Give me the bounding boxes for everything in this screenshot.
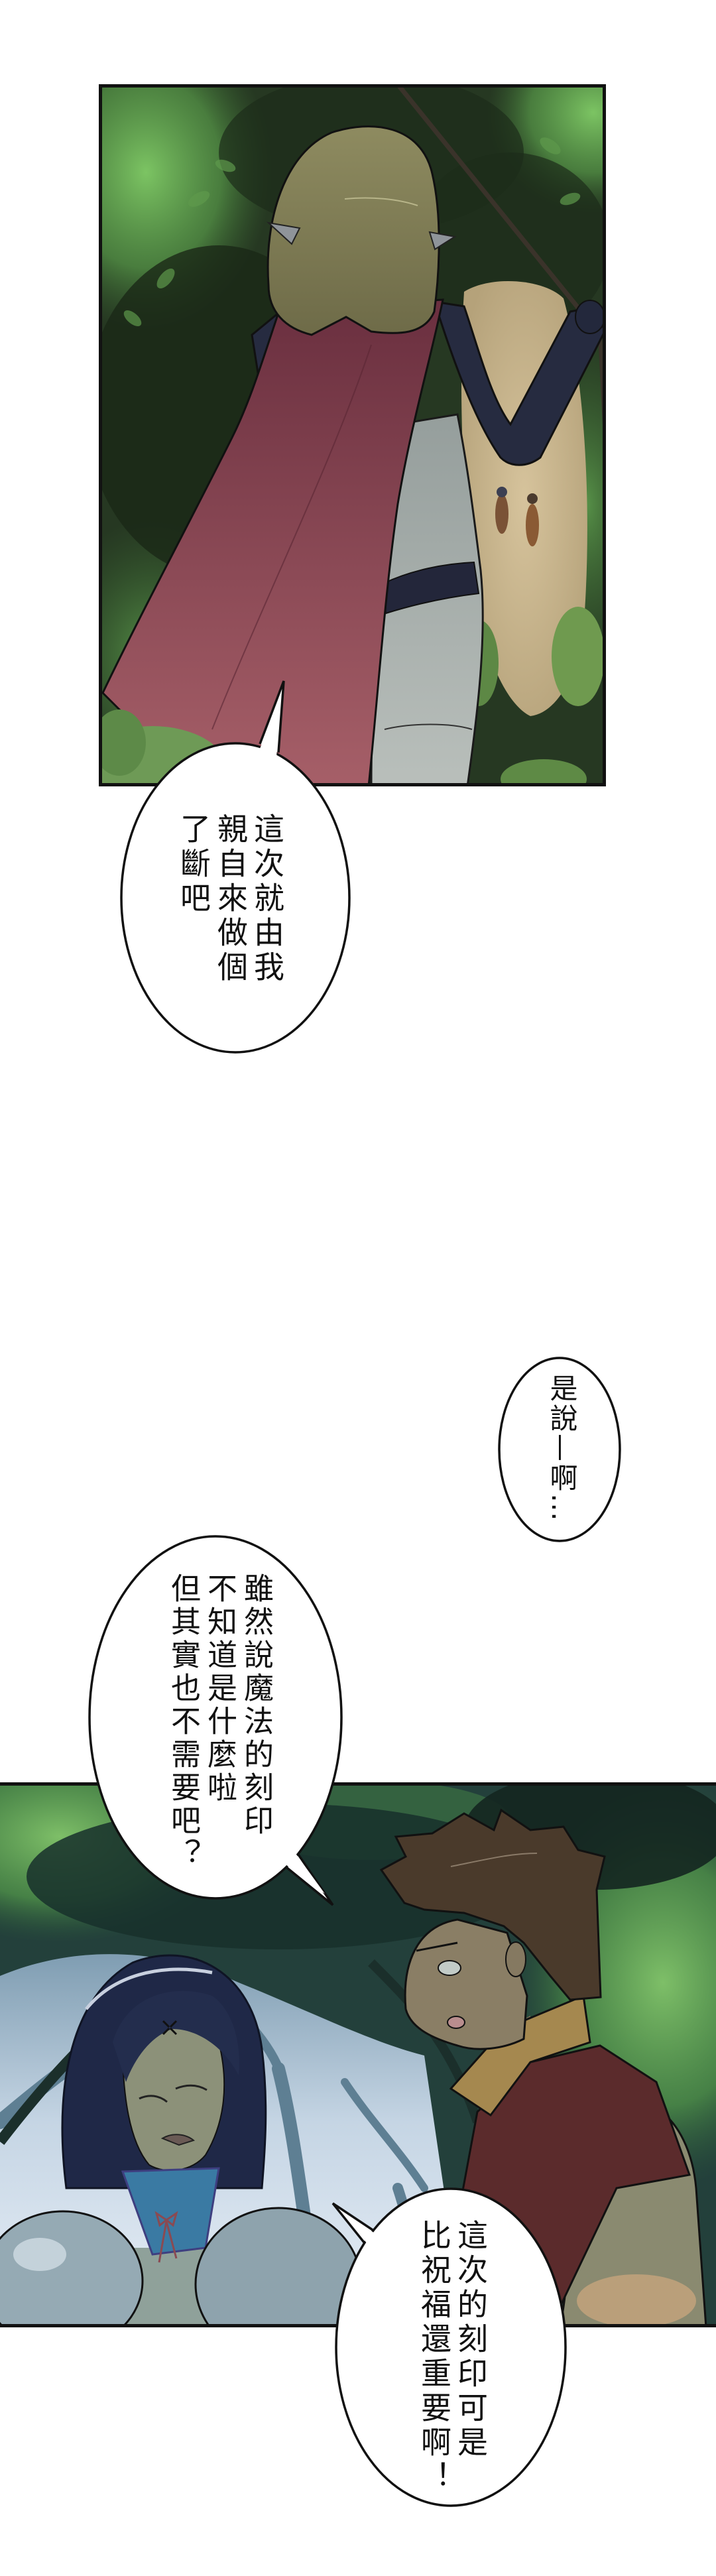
man-face — [404, 1918, 528, 2050]
panel-2-illustration — [0, 1782, 716, 2327]
ribbon-strings — [158, 2221, 178, 2263]
man-eye — [438, 1960, 461, 1976]
foreground-bush-right — [501, 759, 587, 786]
bubble-4-line-1: 這次的刻印可是 — [453, 2219, 489, 2461]
woman-figure — [0, 1954, 363, 2327]
spiky-brown-hair — [379, 1808, 606, 2001]
cape-fold — [211, 344, 372, 730]
leaf — [540, 137, 561, 154]
bubble-3-line-3: 但其實也不需要吧？ — [166, 1573, 201, 1871]
branch — [341, 2078, 428, 2192]
closed-eye-left — [139, 2095, 168, 2103]
foliage-shadow-right — [411, 153, 606, 338]
eyebrow — [416, 1941, 458, 1952]
bubble-3-line-2: 不知道是什麼啦 — [202, 1573, 237, 1805]
hair-highlight — [344, 197, 418, 206]
hair-highlight — [450, 1853, 538, 1867]
bubble-1-line-2: 親自來做個 — [213, 813, 249, 985]
leaf — [188, 191, 210, 207]
man-ear — [505, 1941, 526, 1977]
headband — [85, 1967, 213, 2010]
anger-mark-icon — [162, 2020, 178, 2036]
sleeve-light — [577, 2274, 696, 2327]
man-figure — [379, 1808, 707, 2327]
gloved-hand — [575, 300, 605, 334]
panel-woman-and-man — [0, 1782, 716, 2327]
armor-shine — [13, 2238, 66, 2271]
raised-arm — [432, 300, 606, 466]
grass-right — [552, 607, 605, 706]
frowning-mouth — [160, 2134, 196, 2146]
pointed-ear-right — [428, 231, 457, 251]
bubble-1-line-1: 這次就由我 — [249, 813, 285, 985]
rider-icon — [497, 487, 507, 497]
bubble-3-line-1: 雖然說魔法的刻印 — [239, 1573, 274, 1838]
knee-line — [384, 723, 473, 730]
ribbon-bow — [154, 2211, 178, 2227]
pointed-ear-left — [266, 221, 301, 245]
closed-eye-right — [175, 2084, 208, 2091]
panel-1-illustration — [99, 84, 606, 786]
bubble-1-line-3: 了斷吧 — [176, 813, 211, 916]
distant-riders — [495, 487, 539, 546]
staff — [397, 84, 603, 337]
open-mouth — [447, 2016, 465, 2029]
bubble-4-line-2: 比祝福還重要啊！ — [416, 2219, 452, 2495]
shorts — [382, 561, 480, 615]
woman-bangs — [113, 1991, 239, 2082]
leaf — [215, 159, 236, 172]
horse-icon — [526, 504, 539, 546]
leaf-texture — [123, 137, 581, 326]
elf-figure — [101, 125, 606, 786]
horse-icon — [495, 494, 508, 534]
blonde-hair — [267, 125, 440, 336]
bubble-2-line-1: 是說—啊… — [546, 1374, 578, 1523]
rider-icon — [527, 493, 538, 504]
leaf — [156, 269, 175, 288]
leaf — [560, 192, 581, 206]
panel-elf-forest-path — [99, 84, 606, 786]
leaf — [123, 310, 142, 326]
